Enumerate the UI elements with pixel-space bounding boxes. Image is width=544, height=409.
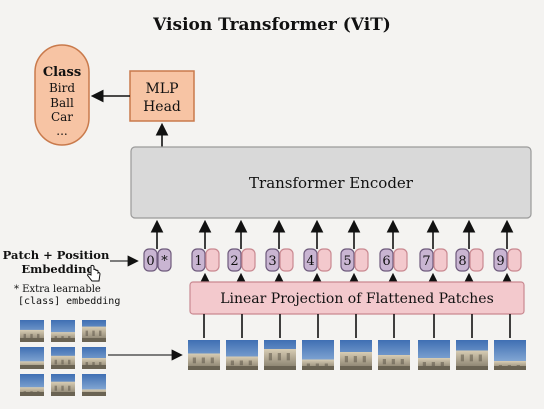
source-patch-r2-c0	[20, 374, 44, 396]
token-5: 5	[340, 219, 369, 286]
flattened-patch-1	[188, 340, 220, 370]
embedding-label-group: Patch + Position Embedding	[3, 248, 139, 282]
patch-sequence	[188, 314, 526, 370]
patch-embedding-8	[469, 248, 484, 272]
source-patch-r0-c1	[51, 320, 75, 342]
position-embedding-9	[493, 248, 508, 272]
patch-embedding-6	[393, 248, 408, 272]
flattened-patch-4	[302, 340, 334, 370]
source-patch-r2-c2	[82, 374, 106, 396]
token-number-9: 9	[496, 254, 504, 269]
source-patch-r1-c2	[82, 347, 106, 369]
token-9: 9	[493, 219, 522, 286]
patch-embedding-1	[205, 248, 220, 272]
patch-embedding-9	[507, 248, 522, 272]
class-item-bird: Bird	[49, 81, 75, 95]
position-embedding-7	[419, 248, 434, 272]
class-box: Class Bird Ball Car ...	[34, 44, 90, 146]
patch-embedding-7	[433, 248, 448, 272]
flattened-patch-8	[456, 340, 488, 370]
class-heading: Class	[43, 65, 81, 80]
token-number-4: 4	[306, 254, 314, 269]
class-token-embedding	[157, 248, 172, 272]
class-item-car: Car	[51, 110, 73, 124]
note-line2: [class] embedding	[18, 296, 120, 307]
patch-embedding-2	[241, 248, 256, 272]
transformer-encoder-label: Transformer Encoder	[249, 174, 414, 192]
token-number-6: 6	[382, 254, 390, 269]
class-item-ellipsis: ...	[56, 124, 67, 138]
position-embedding-5	[340, 248, 355, 272]
token-2: 2	[227, 219, 256, 286]
token-1: 1	[191, 219, 220, 286]
position-embedding-6	[379, 248, 394, 272]
token-0: 0*	[143, 219, 172, 272]
flattened-patch-9	[494, 340, 526, 370]
token-number-7: 7	[422, 254, 430, 269]
source-patch-r1-c1	[51, 347, 75, 369]
position-embedding-2	[227, 248, 242, 272]
mlp-head-line1: MLP	[145, 81, 178, 97]
position-embedding-4	[303, 248, 318, 272]
token-number-1: 1	[194, 254, 202, 269]
embedding-label-line2: Embedding	[21, 262, 94, 276]
transformer-encoder-box: Transformer Encoder	[130, 146, 532, 219]
mlp-head-box: MLP Head	[129, 70, 195, 122]
patch-embedding-4	[317, 248, 332, 272]
source-patch-r2-c1	[51, 374, 75, 396]
note-line1: * Extra learnable	[14, 284, 101, 295]
patch-embedding-5	[354, 248, 369, 272]
position-embedding-0	[143, 248, 158, 272]
flattened-patch-2	[226, 340, 258, 370]
hand-pointer-icon	[87, 264, 101, 282]
position-embedding-1	[191, 248, 206, 272]
diagram-title: Vision Transformer (ViT)	[152, 15, 391, 35]
token-number-2: 2	[230, 254, 238, 269]
source-patch-r0-c2	[82, 320, 106, 342]
flattened-patch-5	[340, 340, 372, 370]
token-4: 4	[303, 219, 332, 286]
token-number-0: 0	[146, 254, 154, 269]
token-8: 8	[455, 219, 484, 286]
flattened-patch-7	[418, 340, 450, 370]
source-patch-r1-c0	[20, 347, 44, 369]
token-number-8: 8	[458, 254, 466, 269]
token-6: 6	[379, 219, 408, 286]
linear-projection-label: Linear Projection of Flattened Patches	[220, 291, 494, 307]
token-number-3: 3	[268, 254, 276, 269]
class-token-marker: *	[161, 254, 168, 269]
flattened-patch-6	[378, 340, 410, 370]
patch-embedding-3	[279, 248, 294, 272]
token-7: 7	[419, 219, 448, 286]
source-image-grid	[20, 320, 106, 396]
flattened-patch-3	[264, 340, 296, 370]
token-3: 3	[265, 219, 294, 286]
class-item-ball: Ball	[50, 96, 74, 110]
position-embedding-3	[265, 248, 280, 272]
token-number-5: 5	[343, 254, 351, 269]
position-embedding-8	[455, 248, 470, 272]
mlp-head-line2: Head	[143, 99, 181, 115]
linear-projection-box: Linear Projection of Flattened Patches	[189, 281, 525, 315]
embedding-label-line1: Patch + Position	[3, 248, 110, 262]
source-patch-r0-c0	[20, 320, 44, 342]
